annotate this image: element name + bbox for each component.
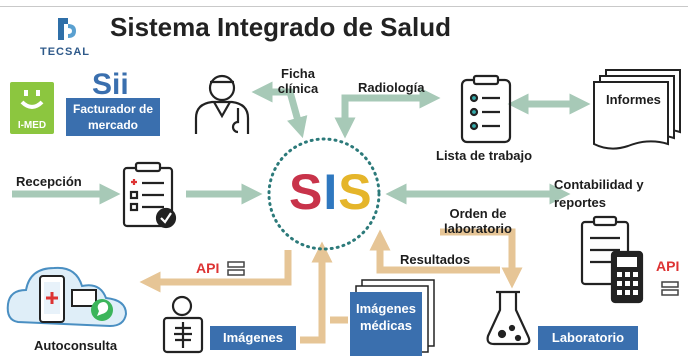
- laboratorio-badge: Laboratorio: [538, 326, 638, 350]
- clipboard-icon: [122, 161, 177, 229]
- imagenes-badge: Imágenes: [210, 326, 296, 350]
- smile-icon: [20, 90, 44, 109]
- autoconsulta-label: Autoconsulta: [34, 338, 118, 353]
- logo-text: TECSAL: [40, 46, 90, 58]
- flask-icon: [486, 290, 531, 346]
- tecsal-logo-icon: [58, 18, 76, 40]
- arrow-api-left: [139, 250, 292, 293]
- sis-letter-s1: S: [289, 164, 324, 220]
- autoconsulta-icon: [6, 266, 128, 328]
- arrow-orden: [440, 228, 523, 289]
- header-rule: [0, 6, 688, 7]
- radiologia-label: Radiología: [358, 80, 425, 95]
- informes-icon: [593, 69, 681, 150]
- orden-label: Orden de laboratorio: [444, 206, 512, 236]
- arrow-radiologia: [334, 87, 441, 139]
- imed-label: I-MED: [17, 120, 47, 131]
- sis-logo: SIS: [289, 162, 372, 222]
- accounting-icon: [580, 215, 644, 304]
- contabilidad-label: Contabilidad y reportes: [554, 177, 644, 210]
- imed-logo: I-MED: [10, 82, 54, 134]
- sis-circle: [267, 137, 381, 251]
- informes-label: Informes: [606, 92, 661, 107]
- doctor-icon: [194, 74, 250, 134]
- sii-logo: Sii: [92, 68, 129, 101]
- arrow-ficha: [251, 81, 308, 139]
- xray-icon: [162, 295, 204, 354]
- server-icon-left: [227, 261, 245, 276]
- sis-letter-i: I: [323, 164, 339, 220]
- arrow-imagenes: [300, 241, 333, 344]
- server-icon-right: [661, 281, 679, 296]
- ficha-label: Ficha clínica: [277, 66, 319, 96]
- worklist-icon: [460, 74, 512, 144]
- lista-label: Lista de trabajo: [436, 148, 533, 163]
- imagenes-medicas-label: Imágenes médicas: [350, 300, 422, 334]
- api-label-right: API: [656, 258, 680, 274]
- sis-letter-s2: S: [338, 164, 373, 220]
- page-title: Sistema Integrado de Salud: [110, 12, 451, 42]
- recepcion-label: Recepción: [16, 174, 82, 189]
- arrow-resultados: [369, 229, 500, 274]
- facturador-badge: Facturador de mercado: [66, 98, 160, 136]
- api-label-left: API: [196, 260, 220, 276]
- resultados-label: Resultados: [400, 252, 471, 267]
